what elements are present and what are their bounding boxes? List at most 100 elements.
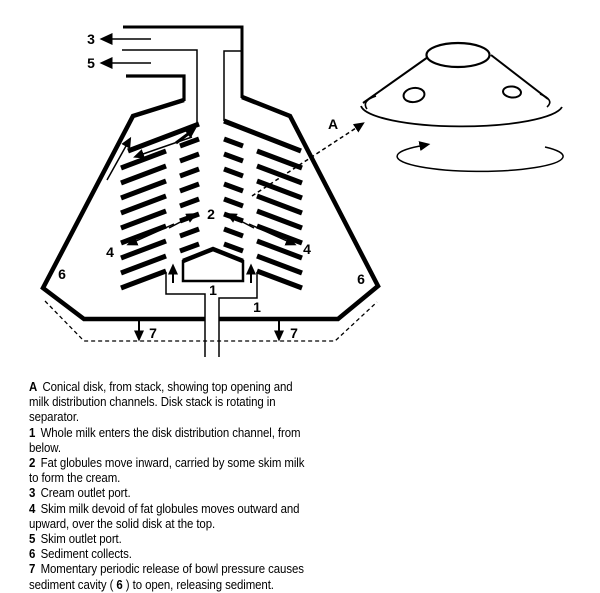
conical-disk-detail — [360, 41, 563, 128]
bowl-right-wall — [219, 94, 381, 322]
disk-line — [223, 226, 244, 239]
legend-key: 2 — [29, 455, 36, 471]
disk-stack — [120, 118, 303, 291]
inlet-pipe-left-wall — [165, 272, 206, 357]
label-5-skim-port: 5 — [87, 55, 95, 71]
legend-text: Skim outlet port. — [40, 531, 122, 547]
distribution-chamber — [181, 260, 245, 283]
solid-top-disk-right — [223, 118, 302, 154]
disk-line — [120, 223, 167, 246]
inward-flow-arrow-right — [225, 213, 255, 229]
label-3-cream-port: 3 — [87, 31, 95, 47]
disk-line — [179, 226, 200, 239]
disk-line — [120, 238, 167, 261]
legend-key: 5 — [29, 531, 36, 547]
disk-line — [179, 151, 200, 164]
skim-upward-arrow — [106, 136, 132, 181]
legend-key: A — [29, 379, 38, 394]
legend-text: Fat globules move inward, carried by som… — [29, 455, 305, 486]
disk-line — [223, 136, 244, 149]
legend-text: Whole milk enters the disk distribution … — [29, 424, 301, 455]
legend-key: 6 — [29, 546, 36, 562]
disk-line — [120, 268, 167, 291]
disk-line — [256, 208, 303, 231]
disk-line — [256, 268, 303, 291]
distribution-hole-right — [502, 85, 522, 99]
label-6-sediment-right: 6 — [357, 271, 365, 287]
flow-arrows — [99, 33, 365, 342]
bowl-left-wall — [40, 97, 205, 322]
distributor-cap — [182, 246, 244, 264]
disk-line — [120, 208, 167, 231]
disk-line — [120, 193, 167, 216]
label-7-release-left: 7 — [149, 325, 157, 341]
bowl-outline — [40, 25, 381, 357]
label-4-skim-right: 4 — [303, 241, 311, 257]
disk-line — [120, 253, 167, 276]
rotation-arrow — [396, 141, 564, 173]
legend-key: 3 — [29, 485, 36, 501]
legend-text: Cream outlet port. — [40, 485, 131, 501]
label-6-sediment-left: 6 — [58, 266, 66, 282]
disk-line — [179, 166, 200, 179]
disk-line — [120, 178, 167, 201]
inlet-pipe-right-wall — [218, 272, 258, 357]
label-a-detail: A — [328, 116, 338, 132]
cream-channel-left-wall — [122, 49, 198, 125]
legend-key: 1 — [29, 424, 36, 440]
label-1-inlet-center: 1 — [209, 282, 217, 298]
disk-line — [256, 193, 303, 216]
outward-flow-arrow-left — [126, 223, 175, 246]
rim-curl-right — [539, 93, 551, 108]
legend-text: Skim milk devoid of fat globules moves o… — [29, 500, 300, 531]
diagram-labels: 3 5 A 2 4 4 6 6 1 1 7 7 — [58, 31, 365, 341]
outward-flow-arrow-top — [133, 136, 193, 159]
outward-flow-arrow-right — [248, 223, 297, 246]
disk-line — [179, 181, 200, 194]
legend-text: Sediment collects. — [40, 546, 132, 562]
label-4-skim-left: 4 — [106, 244, 114, 260]
inward-flow-arrow-left — [168, 213, 198, 229]
disk-line — [223, 166, 244, 179]
disk-base-rim — [360, 105, 563, 128]
legend-text: Conical disk, from stack, showing top op… — [29, 379, 293, 425]
label-2-cream-flow: 2 — [207, 206, 215, 222]
legend-key: 4 — [29, 500, 36, 516]
disk-line — [223, 181, 244, 194]
disk-top-opening — [425, 41, 491, 69]
distribution-hole-left — [402, 86, 426, 104]
disk-line — [223, 241, 244, 254]
disk-line — [179, 136, 200, 149]
disk-line — [256, 223, 303, 246]
legend-key: 7 — [29, 561, 36, 577]
disk-line — [256, 178, 303, 201]
disk-line — [120, 148, 167, 171]
rotation-arc — [396, 141, 564, 173]
disk-side-left — [362, 56, 429, 104]
skim-passage-wall — [126, 74, 186, 101]
label-1-inlet-right: 1 — [253, 299, 261, 315]
disk-line — [256, 238, 303, 261]
disk-line — [120, 163, 167, 186]
disk-line — [256, 253, 303, 276]
rim-curl-left — [364, 95, 377, 110]
disk-line — [223, 196, 244, 209]
disk-line — [256, 148, 303, 171]
label-7-release-right: 7 — [290, 325, 298, 341]
legend-text: Momentary periodic release of bowl press… — [29, 561, 304, 592]
cream-channel-right-wall — [223, 50, 241, 121]
disk-line — [179, 196, 200, 209]
top-cover-line — [123, 25, 244, 98]
disk-line — [179, 241, 200, 254]
disk-line — [223, 151, 244, 164]
